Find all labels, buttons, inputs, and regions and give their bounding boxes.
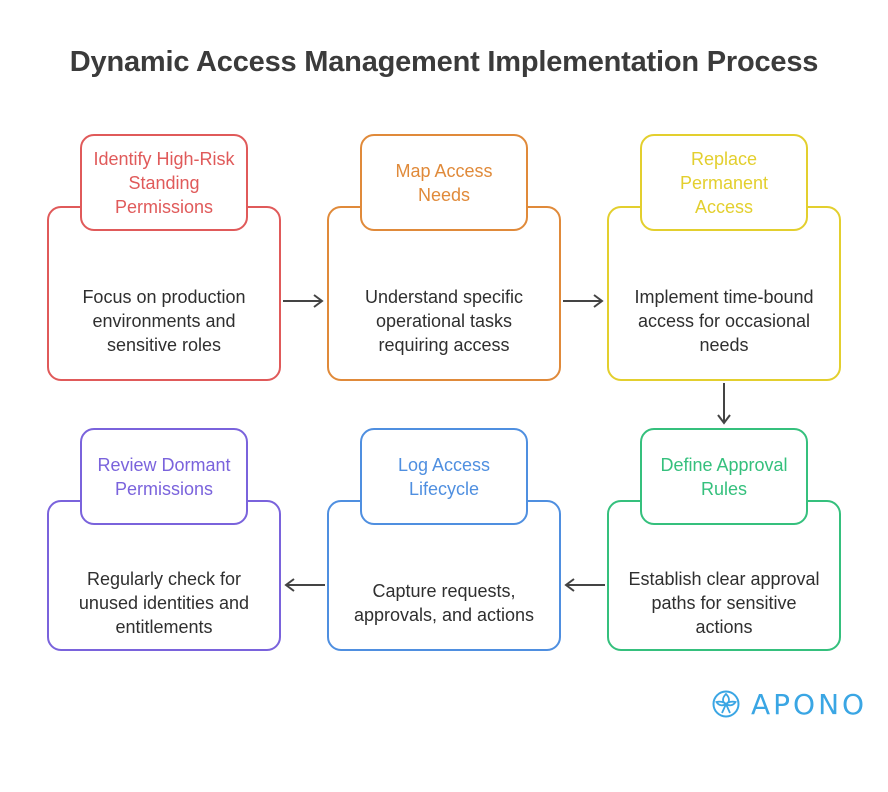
step-2-title: Map Access Needs [395, 160, 493, 205]
step-2-header: Map Access Needs [360, 134, 528, 231]
step-3-title: Replace Permanent Access [679, 148, 769, 217]
step-1-title: Identify High-Risk Standing Permissions [93, 148, 235, 217]
step-6-body: Regularly check for unused identities an… [47, 500, 281, 651]
step-4-title: Define Approval Rules [660, 454, 788, 499]
arrow-step4-to-step5 [564, 578, 605, 592]
step-4-header: Define Approval Rules [640, 428, 808, 525]
step-1-header: Identify High-Risk Standing Permissions [80, 134, 248, 231]
apono-logo: APONO [711, 686, 867, 722]
step-4-description: Establish clear approval paths for sensi… [628, 569, 820, 637]
step-5-description: Capture requests, approvals, and actions [353, 581, 535, 625]
arrow-step2-to-step3 [563, 294, 604, 308]
step-1-body: Focus on production environments and sen… [47, 206, 281, 381]
arrow-step5-to-step6 [284, 578, 325, 592]
step-6-description: Regularly check for unused identities an… [78, 569, 250, 637]
diagram-title: Dynamic Access Management Implementation… [69, 46, 819, 78]
step-5-title: Log Access Lifecycle [397, 454, 491, 499]
apono-logo-icon [712, 690, 740, 718]
apono-logo-text: APONO [751, 687, 868, 721]
arrow-step1-to-step2 [283, 294, 324, 308]
step-6-title: Review Dormant Permissions [97, 454, 231, 499]
step-3-description: Implement time-bound access for occasion… [634, 287, 814, 355]
step-3-header: Replace Permanent Access [640, 134, 808, 231]
step-5-header: Log Access Lifecycle [360, 428, 528, 525]
step-3-body: Implement time-bound access for occasion… [607, 206, 841, 381]
step-6-header: Review Dormant Permissions [80, 428, 248, 525]
step-2-description: Understand specific operational tasks re… [364, 287, 524, 355]
step-2-body: Understand specific operational tasks re… [327, 206, 561, 381]
step-1-description: Focus on production environments and sen… [82, 287, 246, 355]
step-4-body: Establish clear approval paths for sensi… [607, 500, 841, 651]
arrow-step3-to-step4 [717, 383, 731, 425]
